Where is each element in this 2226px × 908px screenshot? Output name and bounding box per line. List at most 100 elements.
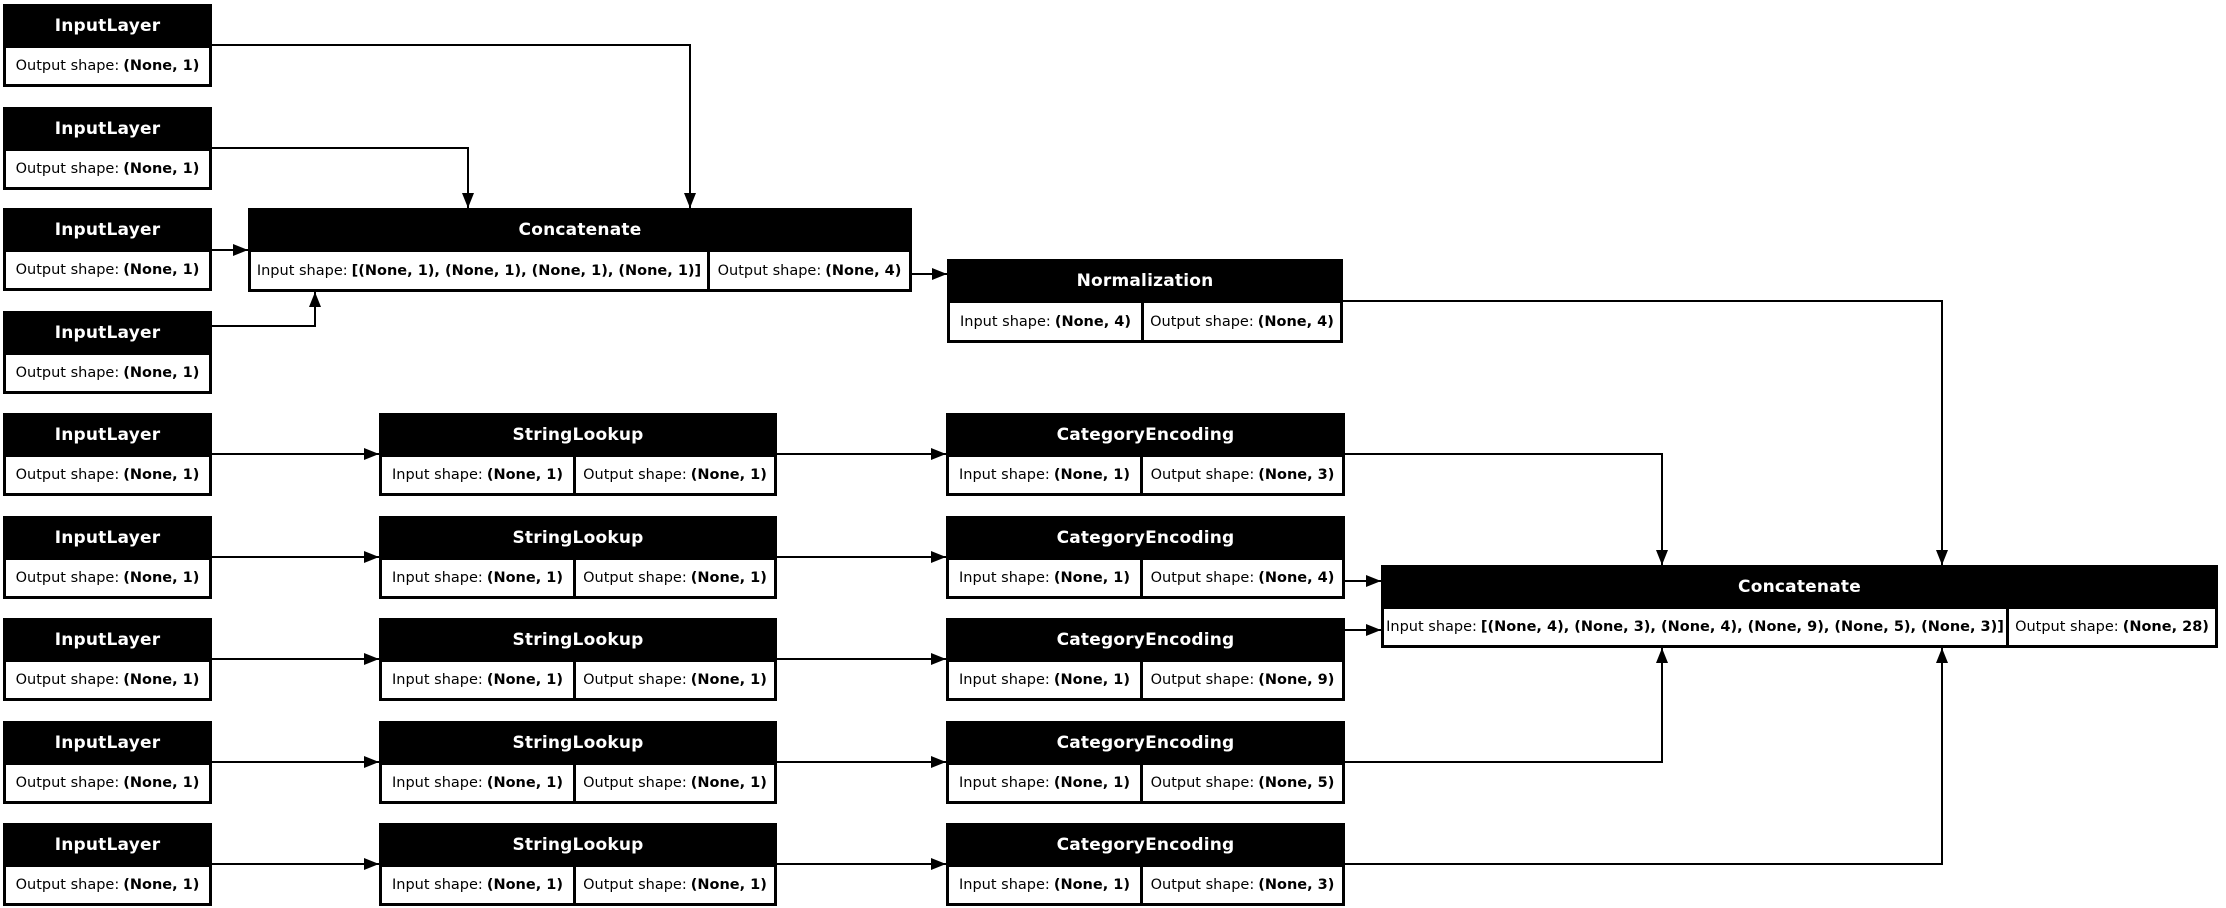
- edge-arrowhead-category-encoding-4: [931, 756, 946, 768]
- input-shape-cell: Input shape: (None, 1): [949, 457, 1140, 493]
- input-shape-label: Input shape:: [392, 570, 483, 586]
- output-shape-label: Output shape:: [15, 672, 120, 688]
- output-shape-cell: Output shape: (None, 28): [2009, 609, 2215, 645]
- output-shape-cell: Output shape: (None, 1): [6, 560, 209, 596]
- input-shape-cell: Input shape: (None, 1): [382, 867, 573, 903]
- output-shape-label: Output shape:: [583, 570, 687, 586]
- output-shape-value: (None, 1): [123, 570, 200, 586]
- output-shape-label: Output shape:: [1150, 877, 1255, 893]
- edge-segment-input-layer-7-to-string-lookup-3: [211, 658, 380, 660]
- edge-arrowhead-category-encoding-2: [931, 551, 946, 563]
- shape-cells-row: Output shape: (None, 1): [6, 355, 209, 391]
- shape-cells-row: Output shape: (None, 1): [6, 662, 209, 698]
- output-shape-label: Output shape:: [583, 877, 687, 893]
- edge-arrowhead-category-encoding-3: [931, 653, 946, 665]
- layer-type-title: Concatenate: [518, 220, 642, 240]
- output-shape-value: (None, 5): [1258, 775, 1335, 791]
- edge-segment-input-layer-4-to-concatenate-1: [314, 291, 316, 327]
- input-shape-value: (None, 1): [486, 570, 563, 586]
- output-shape-value: (None, 1): [690, 877, 767, 893]
- output-shape-value: (None, 1): [123, 672, 200, 688]
- input-shape-cell: Input shape: (None, 1): [949, 765, 1140, 801]
- output-shape-cell: Output shape: (None, 1): [6, 252, 209, 288]
- layer-type-title: InputLayer: [54, 425, 161, 445]
- edge-arrowhead-category-encoding-1: [931, 448, 946, 460]
- output-shape-value: (None, 4): [1258, 570, 1335, 586]
- input-shape-label: Input shape:: [959, 672, 1050, 688]
- output-shape-value: (None, 1): [123, 877, 200, 893]
- layer-type-title: CategoryEncoding: [1056, 528, 1235, 548]
- output-shape-cell: Output shape: (None, 1): [6, 765, 209, 801]
- output-shape-value: (None, 1): [123, 775, 200, 791]
- edge-segment-string-lookup-4-to-category-encoding-4: [776, 761, 947, 763]
- output-shape-label: Output shape:: [15, 775, 120, 791]
- input-shape-cell: Input shape: (None, 1): [949, 867, 1140, 903]
- output-shape-label: Output shape:: [1150, 570, 1255, 586]
- input-shape-cell: Input shape: (None, 1): [382, 457, 573, 493]
- output-shape-label: Output shape:: [1150, 672, 1255, 688]
- output-shape-cell: Output shape: (None, 5): [1143, 765, 1342, 801]
- edge-segment-category-encoding-3-to-concatenate-2: [1344, 629, 1382, 631]
- output-shape-cell: Output shape: (None, 1): [6, 355, 209, 391]
- layer-type-title: CategoryEncoding: [1056, 835, 1235, 855]
- edge-arrowhead-concatenate-2: [1936, 648, 1948, 663]
- edge-segment-concatenate-1-to-normalization: [911, 273, 948, 275]
- output-shape-label: Output shape:: [1150, 313, 1254, 330]
- output-shape-label: Output shape:: [15, 877, 120, 893]
- output-shape-value: (None, 4): [1257, 313, 1334, 330]
- input-shape-cell: Input shape: (None, 1): [382, 560, 573, 596]
- layer-type-title: InputLayer: [54, 16, 161, 36]
- output-shape-label: Output shape:: [583, 775, 687, 791]
- edge-arrowhead-concatenate-1: [309, 292, 321, 307]
- layer-type-title: CategoryEncoding: [1056, 630, 1235, 650]
- edge-segment-category-encoding-2-to-concatenate-2: [1344, 580, 1382, 582]
- edge-arrowhead-concatenate-2: [1936, 550, 1948, 565]
- layer-type-title: StringLookup: [512, 630, 644, 650]
- output-shape-cell: Output shape: (None, 1): [576, 457, 774, 493]
- shape-cells-row: Input shape: (None, 1) Output shape: (Non…: [382, 765, 774, 801]
- layer-type-title: InputLayer: [54, 119, 161, 139]
- shape-cells-row: Input shape: (None, 1)Output shape: (Non…: [949, 662, 1342, 698]
- edge-segment-input-layer-8-to-string-lookup-4: [211, 761, 380, 763]
- output-shape-label: Output shape:: [15, 570, 120, 586]
- edge-segment-string-lookup-5-to-category-encoding-5: [776, 863, 947, 865]
- output-shape-cell: Output shape: (None, 1): [6, 662, 209, 698]
- input-shape-label: Input shape:: [256, 262, 348, 279]
- shape-cells-row: Output shape: (None, 1): [6, 48, 209, 84]
- output-shape-value: (None, 3): [1258, 467, 1335, 483]
- input-shape-value: [(None, 1), (None, 1), (None, 1), (None,…: [351, 262, 702, 279]
- input-shape-value: (None, 1): [1053, 467, 1130, 483]
- layer-type-title: StringLookup: [512, 528, 644, 548]
- output-shape-cell: Output shape: (None, 3): [1143, 457, 1342, 493]
- input-shape-label: Input shape:: [959, 570, 1050, 586]
- input-shape-label: Input shape:: [959, 877, 1050, 893]
- edge-segment-input-layer-3-to-concatenate-1: [211, 249, 249, 251]
- layer-type-title: InputLayer: [54, 835, 161, 855]
- shape-cells-row: Output shape: (None, 1): [6, 252, 209, 288]
- edge-arrowhead-concatenate-2: [1656, 550, 1668, 565]
- edge-segment-category-encoding-4-to-concatenate-2: [1661, 647, 1663, 763]
- output-shape-value: (None, 3): [1258, 877, 1335, 893]
- shape-cells-row: Input shape: [(None, 4), (None, 3), (Non…: [1384, 609, 2215, 645]
- edge-arrowhead-category-encoding-5: [931, 858, 946, 870]
- input-shape-cell: Input shape: (None, 1): [382, 765, 573, 801]
- output-shape-value: (None, 1): [123, 467, 200, 483]
- layer-type-title: InputLayer: [54, 733, 161, 753]
- input-shape-cell: Input shape: (None, 1): [949, 662, 1140, 698]
- output-shape-cell: Output shape: (None, 1): [6, 867, 209, 903]
- edge-arrowhead-normalization: [932, 268, 947, 280]
- output-shape-cell: Output shape: (None, 9): [1143, 662, 1342, 698]
- input-shape-value: (None, 1): [486, 775, 563, 791]
- edge-segment-input-layer-1-to-concatenate-1: [689, 44, 691, 209]
- output-shape-value: (None, 1): [123, 161, 200, 177]
- input-shape-value: (None, 1): [486, 672, 563, 688]
- shape-cells-row: Input shape: (None, 4)Output shape: (Non…: [950, 303, 1340, 340]
